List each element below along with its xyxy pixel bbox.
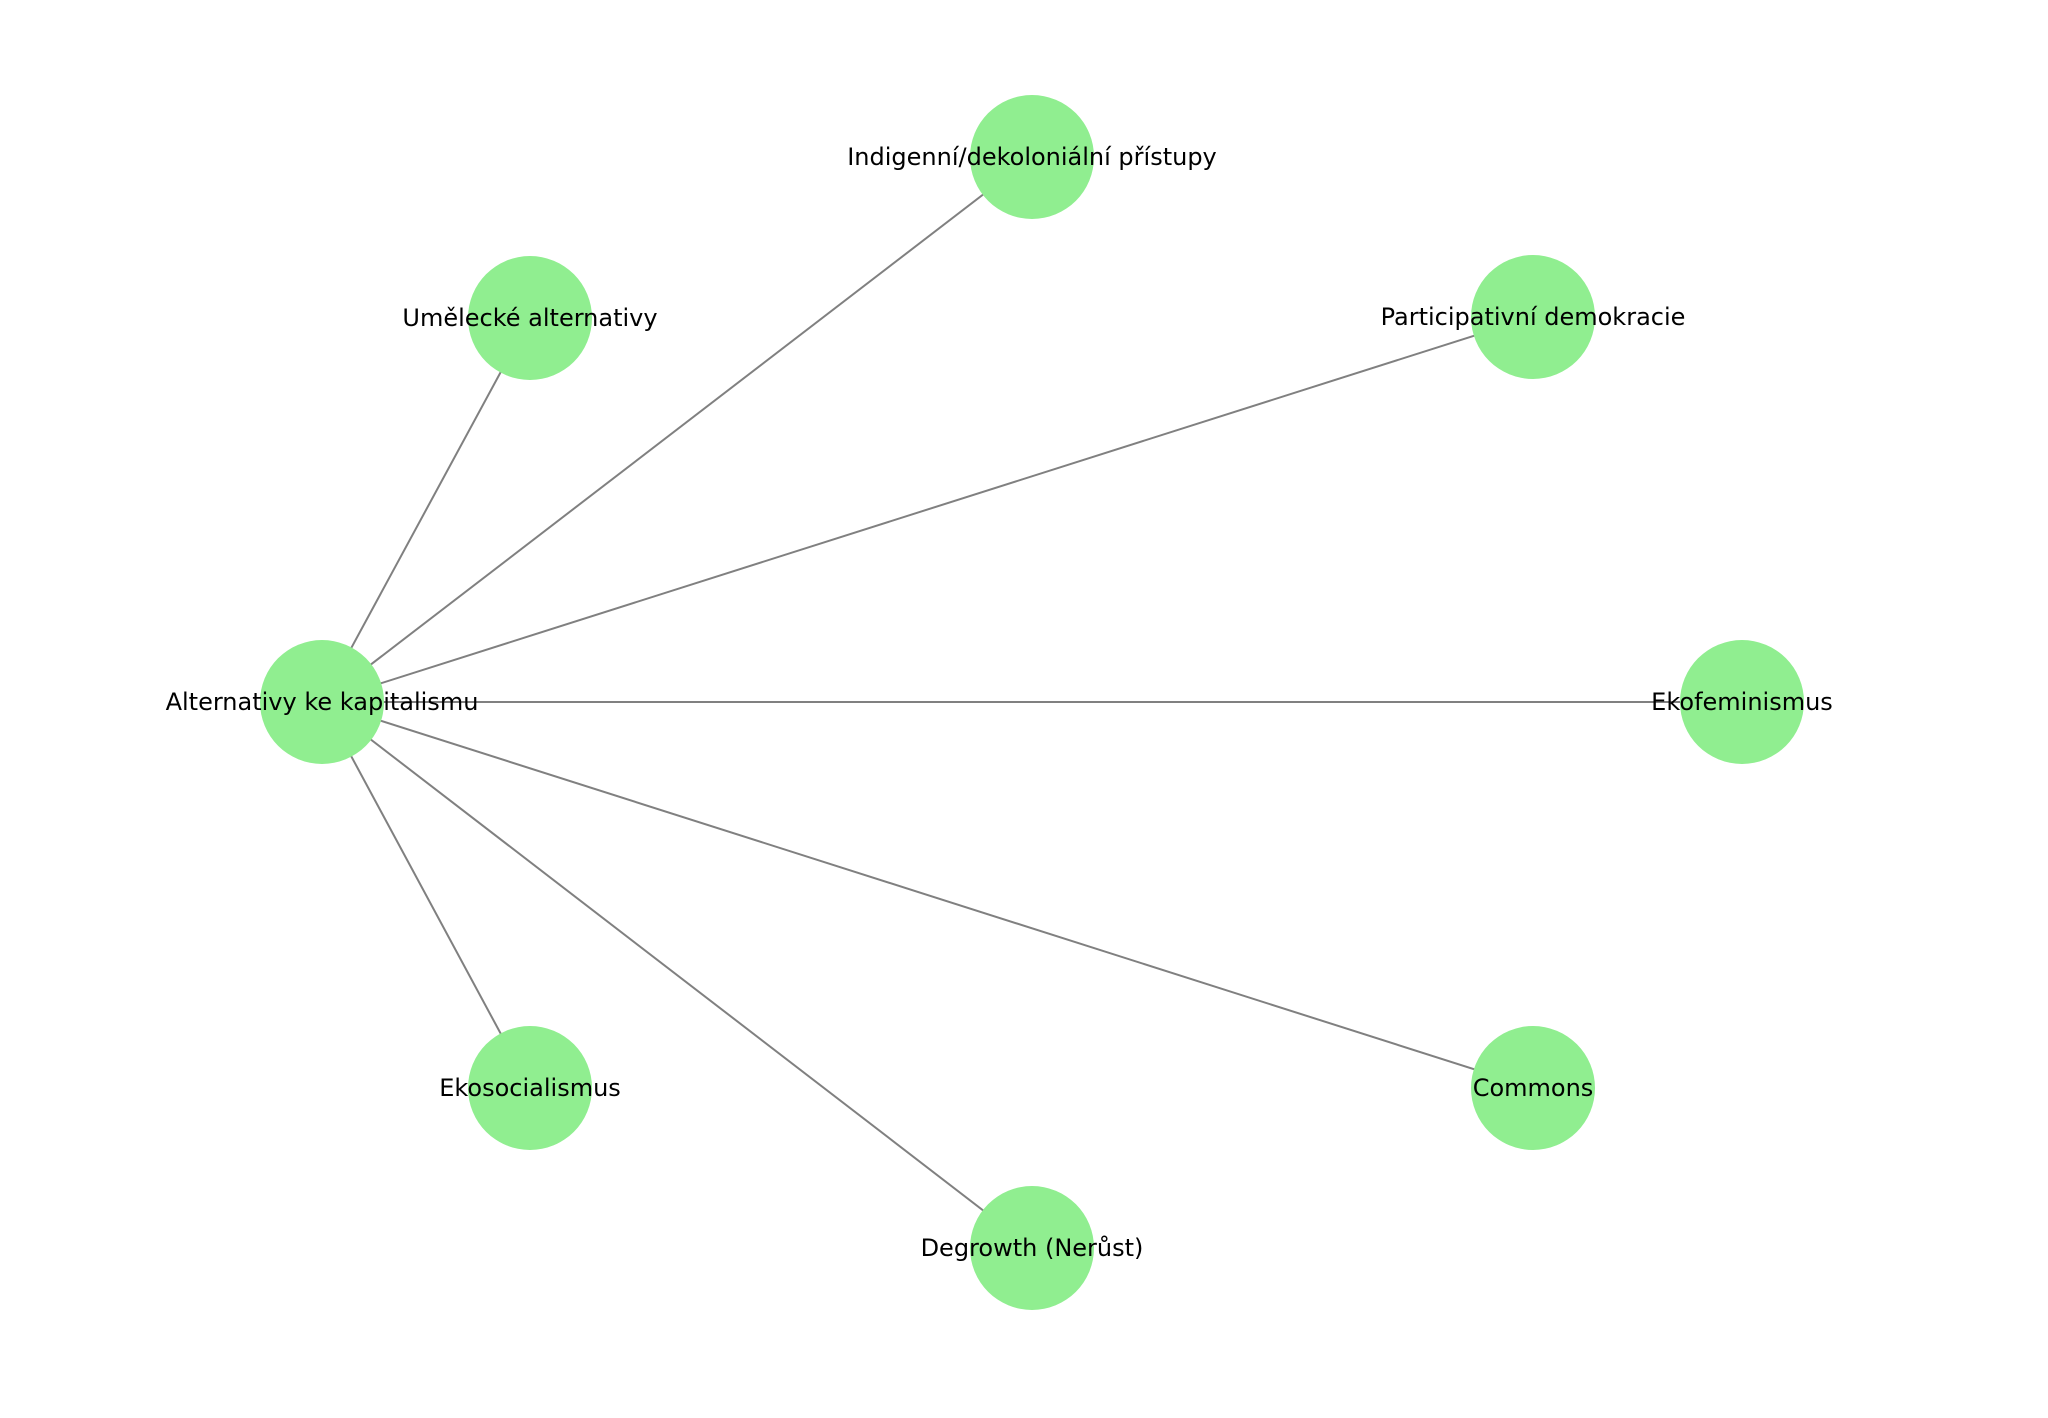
- edge-alternativy-ke-kapitalismu--degrowth-nerust: [321, 701, 1033, 1249]
- edge-alternativy-ke-kapitalismu--participativni-demokracie: [321, 316, 1534, 703]
- edge-alternativy-ke-kapitalismu--indigenni-dekolonialni: [321, 156, 1033, 703]
- edges-layer: [321, 156, 1742, 1249]
- edge-alternativy-ke-kapitalismu--umelecke-alternativy: [321, 317, 531, 703]
- node-circle-ekofeminismus: [1680, 640, 1804, 764]
- node-label-indigenni-dekolonialni: Indigenní/dekoloniální přístupy: [847, 143, 1217, 171]
- node-label-degrowth-nerust: Degrowth (Nerůst): [921, 1234, 1144, 1262]
- node-label-ekosocialismus: Ekosocialismus: [439, 1074, 621, 1102]
- node-label-umelecke-alternativy: Umělecké alternativy: [402, 304, 657, 332]
- node-label-ekofeminismus: Ekofeminismus: [1651, 688, 1833, 716]
- edge-alternativy-ke-kapitalismu--commons: [321, 701, 1534, 1089]
- node-label-alternativy-ke-kapitalismu: Alternativy ke kapitalismu: [166, 688, 479, 716]
- nodes-layer: [260, 95, 1804, 1310]
- node-circle-commons: [1471, 1026, 1595, 1150]
- node-circle-indigenni-dekolonialni: [970, 95, 1094, 219]
- node-circle-alternativy-ke-kapitalismu: [260, 640, 384, 764]
- edge-alternativy-ke-kapitalismu--ekosocialismus: [321, 701, 531, 1089]
- labels-layer: Alternativy ke kapitalismu Indigenní/deko…: [166, 143, 1833, 1262]
- node-circle-participativni-demokracie: [1471, 255, 1595, 379]
- node-label-commons: Commons: [1473, 1074, 1594, 1102]
- node-circle-degrowth-nerust: [970, 1186, 1094, 1310]
- node-label-participativni-demokracie: Participativní demokracie: [1381, 303, 1686, 331]
- node-circle-ekosocialismus: [468, 1026, 592, 1150]
- node-circle-umelecke-alternativy: [468, 256, 592, 380]
